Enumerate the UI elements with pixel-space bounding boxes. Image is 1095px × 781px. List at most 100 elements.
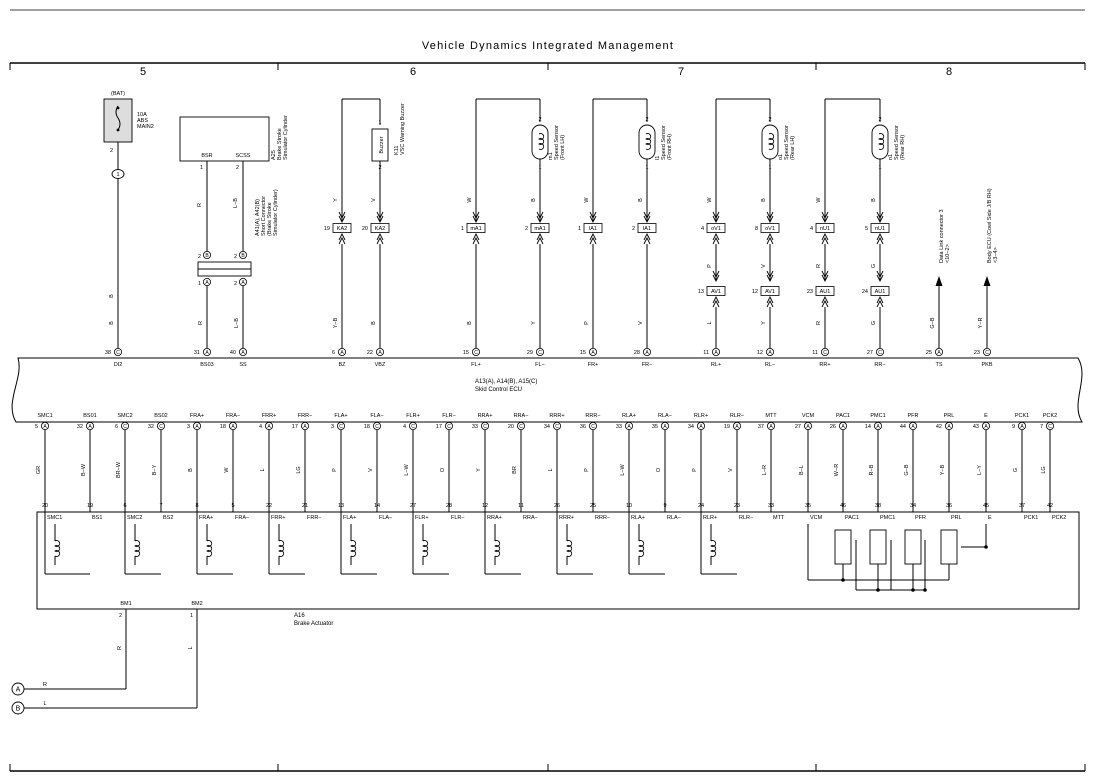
lower-pin-2-ecu-name: SMC2 (117, 413, 132, 419)
connector-KA2-label: KA2 (375, 226, 385, 232)
connector-arrow-icon (376, 236, 384, 245)
lower-pin-26-actuator-pin: 45 (983, 503, 989, 509)
lower-pin-8-wire-color: P (332, 468, 338, 472)
connector-arrow-icon (712, 232, 720, 241)
lower-pin-27-ecu-pin (1018, 421, 1027, 430)
solenoid-coil-icon (566, 540, 573, 557)
bm-wire-color-0: R (117, 646, 123, 650)
lower-pin-26-ecu-pin-letter: A (984, 424, 988, 430)
sensor-pin-2-2: 2 (768, 117, 771, 123)
lower-pin-26-actuator-name: E (988, 515, 992, 521)
upper-wire-color-6: B (531, 198, 537, 202)
lower-pin-19-ecu-pin (733, 421, 742, 430)
connector-arrow-icon (821, 232, 829, 241)
connector-arrow-icon (376, 215, 384, 224)
lower-pin-22-ecu-pin-letter: A (841, 424, 845, 430)
lower-pin-21-ecu-pin-number: 27 (795, 424, 801, 430)
lower-pin-5-ecu-pin-letter: A (231, 424, 235, 430)
upper-wire-color-7: W (584, 197, 590, 203)
lower-pin-20-ecu-pin-number: 37 (758, 424, 764, 430)
connector-mA1 (530, 223, 550, 233)
body_ecu-label: Body ECU (Cowl Side J/B RH)<3−4> (987, 188, 999, 263)
lower-pin-14-ecu-name: RRR+ (549, 413, 564, 419)
upper-wire-11-ecu-pin (821, 347, 830, 356)
pressure-sensor-2 (904, 529, 922, 565)
upper-wire-4-ecu-pin-number: 22 (367, 350, 373, 356)
a41-label-line: Short Connector (261, 196, 267, 236)
a25-stroke-simulator (179, 116, 270, 162)
lower-pin-20-actuator-name: MTT (773, 515, 785, 521)
lower-pin-27-ecu-pin-letter: A (1020, 424, 1024, 430)
connector-arrow-icon (712, 236, 720, 245)
lower-pin-5-wire-color: W (224, 467, 230, 473)
ref-letter-B: B (16, 706, 21, 713)
fuse-name-line: 10A (137, 112, 147, 118)
upper-wire-1-ecu-pin (202, 347, 211, 356)
lower-pin-27-actuator-pin: 37 (1019, 503, 1025, 509)
lower-pin-18-wire-color: P (692, 468, 698, 472)
actuator-name: Brake Actuator (294, 621, 333, 627)
upper-wire-1-lower-color: R (198, 321, 204, 325)
lower-pin-14-ecu-pin-number: 34 (544, 424, 550, 430)
lower-pin-25-ecu-pin-number: 42 (936, 424, 942, 430)
connector-arrow-icon (589, 236, 597, 245)
upper-wire-4-ecu-pin (375, 347, 384, 356)
lower-pin-0-ecu-pin (41, 421, 50, 430)
connector-pin-10: 8 (755, 226, 758, 232)
sensor-label-1-line: Speed Sensor (661, 125, 667, 160)
lower-pin-4-actuator-pin: 8 (195, 503, 198, 509)
upper-wire-7-ecu-pin-name: FR+ (588, 362, 599, 368)
upper-wire-13-ecu-pin-number: 25 (926, 350, 932, 356)
lower-pin-19-actuator-pin: 23 (734, 503, 740, 509)
lower-pin-19-ecu-pin-letter: A (735, 424, 739, 430)
lower-pin-10-ecu-pin-letter: C (411, 424, 415, 430)
lower-pin-13-ecu-name: RRA− (514, 413, 529, 419)
lower-pin-13-actuator-name: RRA− (523, 515, 538, 521)
connector-arrow-icon (338, 211, 346, 220)
connector-arrow-icon (821, 274, 829, 283)
connector-pin-12: 5 (865, 226, 868, 232)
lower-pin-12-wire-color: Y (476, 468, 482, 472)
upper-wire-14-ecu-pin (983, 347, 992, 356)
upper-wire-10-ecu-pin-number: 12 (757, 350, 763, 356)
upper-wire-3-ecu-pin-name: BZ (338, 362, 346, 368)
fuse-name-line: MAIN2 (137, 124, 154, 130)
lower-pin-13-ecu-pin-number: 20 (508, 424, 514, 430)
lower-pin-17-actuator-pin: 9 (663, 503, 666, 509)
lower-pin-7-ecu-pin-letter: A (303, 424, 307, 430)
lower-pin-24-ecu-pin (909, 421, 918, 430)
connector-arrow-icon (376, 232, 384, 241)
sensor-label-0-line: (Front LH) (560, 135, 566, 160)
upper-wire-4-ecu-pin-letter: A (378, 350, 382, 356)
sensor-label-2-line: Speed Sensor (784, 125, 790, 160)
mid-wire-color-11: R (816, 264, 822, 268)
connector-nU1 (870, 223, 890, 233)
lower-pin-22-wire-color: W−R (834, 464, 840, 476)
connector-AV1-label: AV1 (765, 289, 775, 295)
lower-pin-4-ecu-pin-letter: A (195, 424, 199, 430)
sensor-label-0-line: Speed Sensor (554, 125, 560, 160)
dlc-label: Data Link connector 3<10−2> (939, 209, 951, 263)
junction-dot (984, 545, 988, 549)
a41-pin-num-1: 1 (198, 281, 201, 287)
lower-pin-6-ecu-pin-number: 4 (259, 424, 262, 430)
connector-KA2 (370, 223, 390, 233)
upper-wire-2-ecu-pin-name: SS (239, 362, 247, 368)
connector-arrow-icon (876, 295, 884, 304)
connector-arrow-icon (876, 274, 884, 283)
connector-pin-5: 1 (461, 226, 464, 232)
upper-wire-11-ecu-pin-number: 11 (812, 350, 818, 356)
fuse-terminal (116, 128, 120, 132)
lower-pin-16-ecu-name: RLA+ (622, 413, 636, 419)
upper-wire-1-ecu-pin-name: BS03 (200, 362, 213, 368)
solenoid-coil-icon (54, 540, 61, 557)
upper-wire-6-lower-color: Y (531, 321, 537, 325)
junction-dot (876, 588, 880, 592)
lower-pin-11-wire-color: O (440, 467, 446, 472)
di2-wire-color: B (109, 294, 115, 298)
lower-pin-21-ecu-name: VCM (802, 413, 815, 419)
sensor-label-1-line: (Front RH) (667, 134, 673, 160)
speed-sensor-icon (531, 124, 549, 160)
upper-wire-color-3: Y (333, 198, 339, 202)
lower-pin-0-wire-color: GR (36, 466, 42, 474)
